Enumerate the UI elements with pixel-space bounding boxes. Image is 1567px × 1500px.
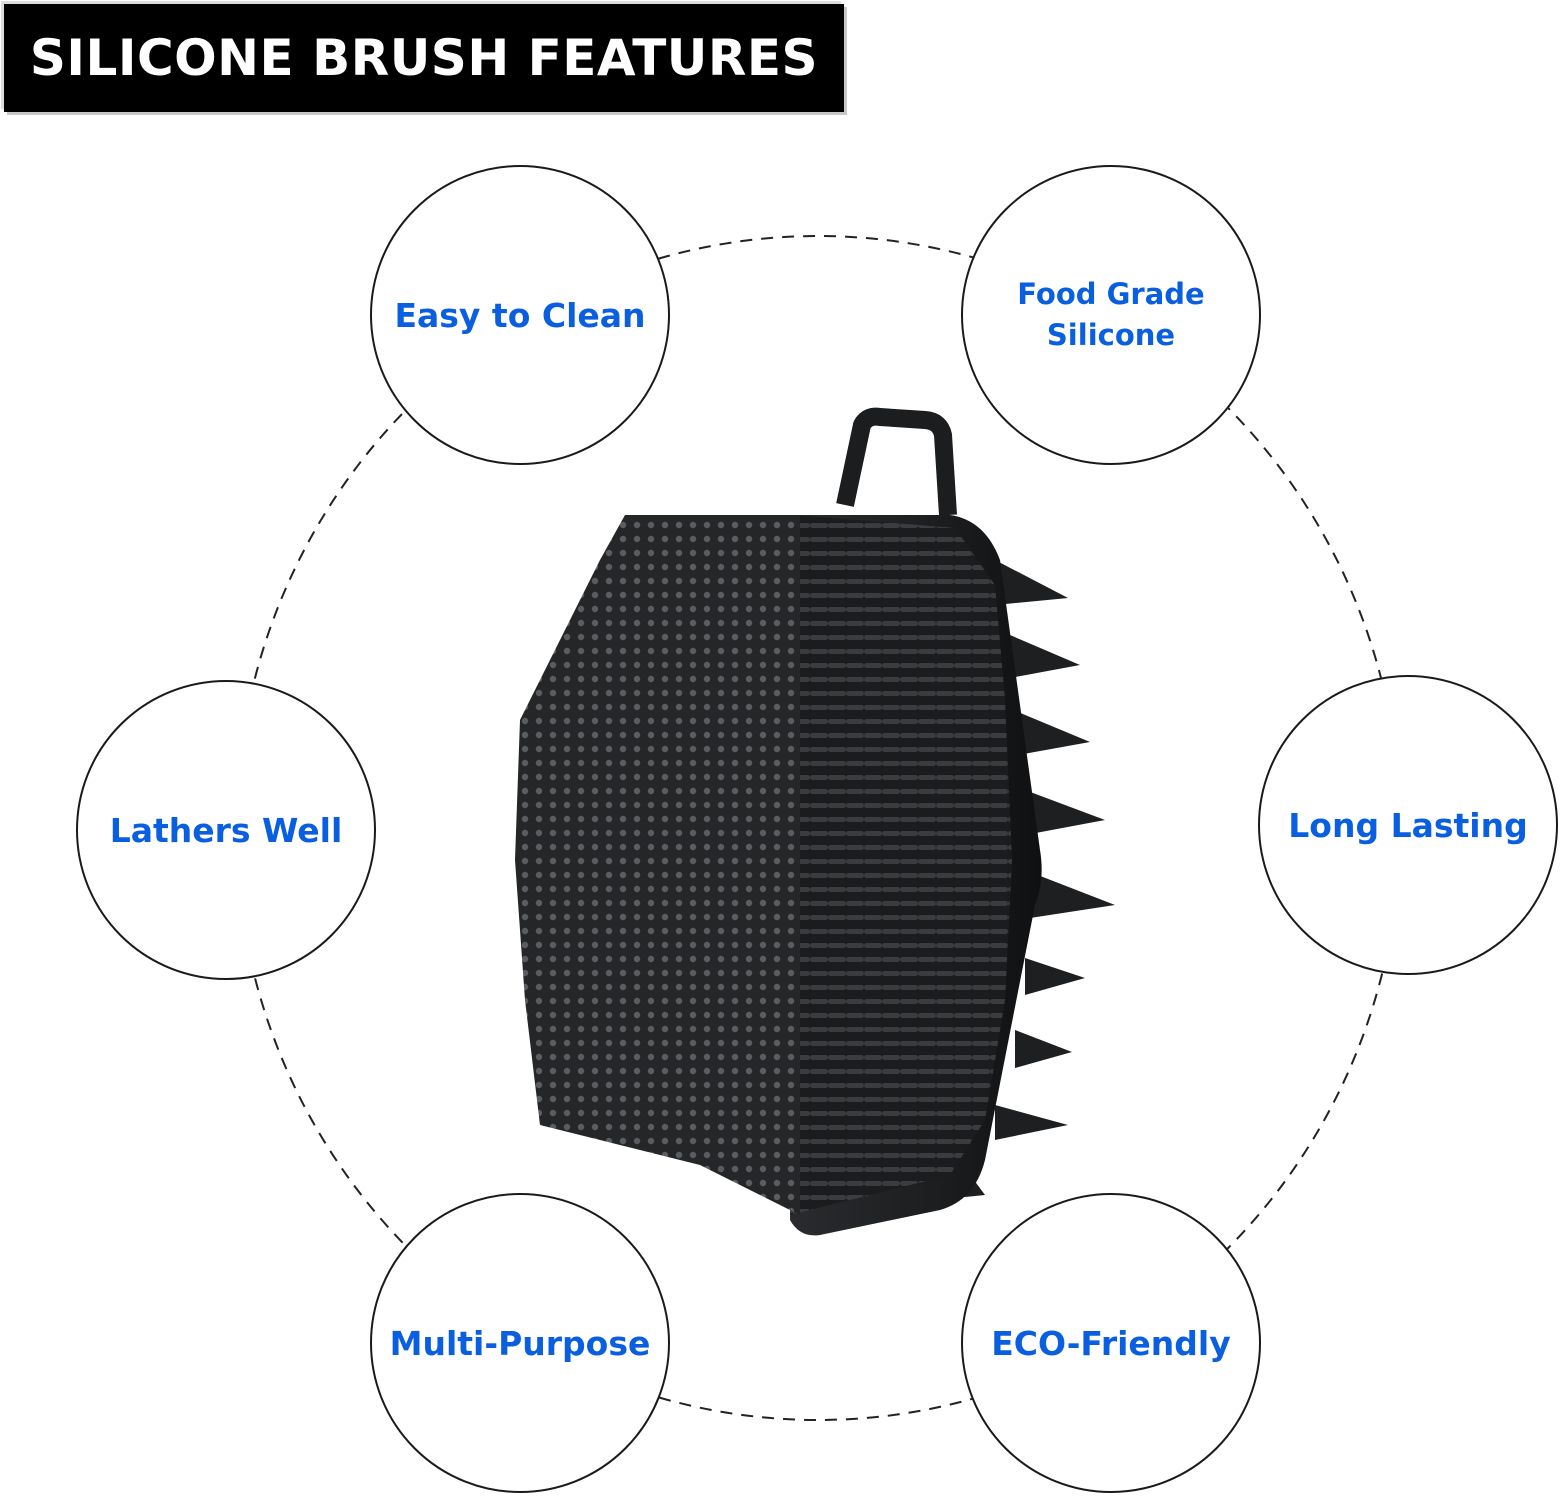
- feature-easy-to-clean: Easy to Clean: [370, 165, 670, 465]
- feature-label: ECO-Friendly: [991, 1323, 1231, 1363]
- feature-label: Food Grade Silicone: [1017, 277, 1205, 352]
- feature-label: Long Lasting: [1288, 805, 1528, 845]
- feature-label: Multi-Purpose: [389, 1323, 651, 1363]
- feature-label: Lathers Well: [109, 810, 343, 850]
- feature-lathers-well: Lathers Well: [76, 680, 376, 980]
- feature-long-lasting: Long Lasting: [1258, 675, 1558, 975]
- feature-food-grade-silicone: Food Grade Silicone: [961, 165, 1261, 465]
- feature-label: Easy to Clean: [394, 295, 646, 335]
- page-title: SILICONE BRUSH FEATURES: [29, 29, 819, 87]
- title-banner: SILICONE BRUSH FEATURES: [4, 4, 844, 112]
- feature-eco-friendly: ECO-Friendly: [961, 1193, 1261, 1493]
- feature-multi-purpose: Multi-Purpose: [370, 1193, 670, 1493]
